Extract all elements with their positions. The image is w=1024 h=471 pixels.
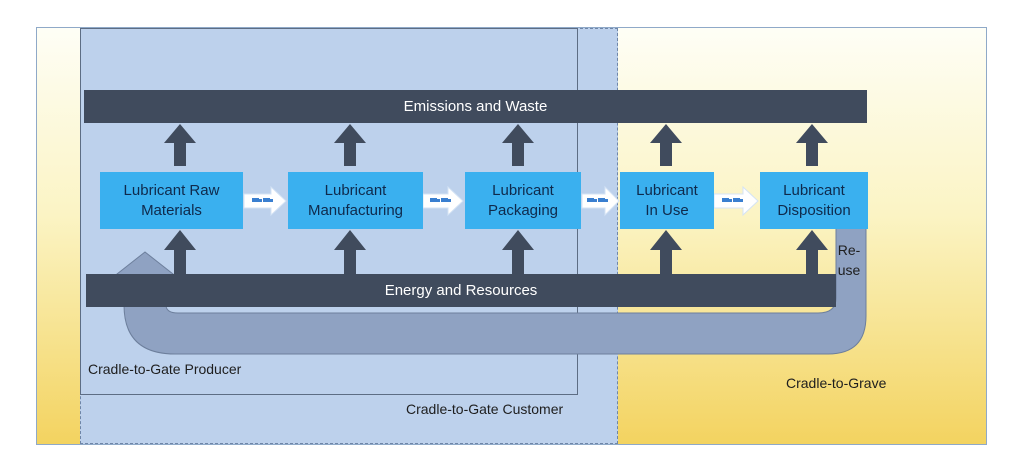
energy-and-resources-bar: Energy and Resources bbox=[86, 274, 836, 307]
reuse-label: Re- use bbox=[837, 242, 861, 278]
up-arrow-energy-disposition bbox=[796, 230, 828, 274]
stage-in-use: Lubricant In Use bbox=[620, 172, 714, 229]
up-arrow-energy-manufacturing bbox=[334, 230, 366, 274]
up-arrow-energy-raw bbox=[164, 230, 196, 274]
cradle-to-gate-producer-label: Cradle-to-Gate Producer bbox=[88, 361, 242, 377]
truck-icon bbox=[587, 198, 608, 202]
up-arrow-raw-emissions bbox=[164, 124, 196, 166]
stage-manufacturing: Lubricant Manufacturing bbox=[288, 172, 423, 229]
emissions-and-waste-bar: Emissions and Waste bbox=[84, 90, 867, 123]
cradle-to-grave-label: Cradle-to-Grave bbox=[786, 375, 887, 391]
up-arrow-disposition-emissions bbox=[796, 124, 828, 166]
up-arrow-inuse-emissions bbox=[650, 124, 682, 166]
up-arrow-energy-inuse bbox=[650, 230, 682, 274]
truck-icon bbox=[430, 198, 451, 202]
up-arrow-energy-packaging bbox=[502, 230, 534, 274]
stage-raw-materials: Lubricant Raw Materials bbox=[100, 172, 243, 229]
up-arrow-manufacturing-emissions bbox=[334, 124, 366, 166]
up-arrow-packaging-emissions bbox=[502, 124, 534, 166]
stage-packaging: Lubricant Packaging bbox=[465, 172, 581, 229]
stage-disposition: Lubricant Disposition bbox=[760, 172, 868, 229]
truck-icon bbox=[722, 198, 743, 202]
cradle-to-gate-customer-label: Cradle-to-Gate Customer bbox=[406, 401, 564, 417]
truck-icon bbox=[252, 198, 273, 202]
